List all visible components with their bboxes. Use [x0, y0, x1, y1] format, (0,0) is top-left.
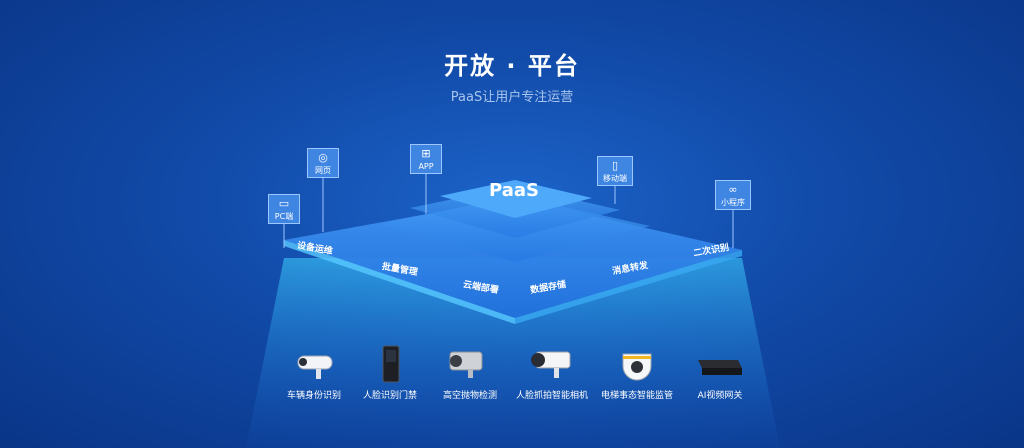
banner-subtitle: PaaS让用户专注运营: [450, 90, 574, 105]
platform-base-edge-right: [515, 250, 742, 324]
face-access-terminal-icon: [382, 345, 400, 383]
client-node-app: ⊞ APP: [410, 144, 442, 174]
video-gateway-icon: [698, 360, 742, 375]
device-label: 车辆身份识别: [286, 391, 341, 401]
device-label: 人脸抓拍智能相机: [515, 391, 588, 401]
client-node-miniprogram: ∞ 小程序: [715, 180, 751, 210]
bullet-camera-icon: [449, 351, 483, 378]
light-beam: [246, 258, 780, 448]
phone-icon: ▯: [611, 159, 619, 172]
banner-title: 开放 · 平台: [444, 52, 580, 80]
face-capture-camera-icon: [531, 351, 571, 378]
platform-base-edge: [284, 240, 515, 324]
device-label: 人脸识别门禁: [362, 391, 417, 401]
device-label: 电梯事态智能监管: [600, 391, 673, 401]
platform-tier-3: [440, 180, 592, 218]
platform-label: PaaS: [489, 180, 539, 201]
vehicle-camera-icon: [297, 355, 333, 379]
app-grid-icon: ⊞: [421, 147, 431, 160]
client-node-mobile: ▯ 移动端: [597, 156, 633, 186]
dome-camera-icon: [622, 353, 652, 381]
globe-icon: ◎: [318, 151, 328, 164]
client-node-web: ◎ 网页: [307, 148, 339, 178]
monitor-icon: ▭: [278, 197, 290, 210]
device-label: 高空抛物检测: [442, 391, 497, 401]
device-label: AI视频网关: [697, 391, 743, 401]
mini-program-icon: ∞: [728, 183, 738, 196]
client-node-pc: ▭ PC端: [268, 194, 300, 224]
